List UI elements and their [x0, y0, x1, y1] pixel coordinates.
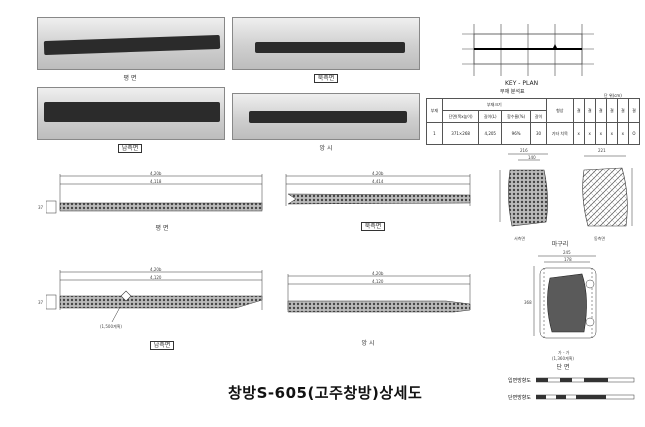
detail-dim-1: 245	[563, 250, 571, 255]
drawing-caption-bottom: 앙 시	[361, 340, 375, 347]
drawing-plan	[46, 174, 263, 214]
drawing-caption-plan: 평 면	[155, 225, 169, 232]
section-west-caption: 서측면	[514, 236, 526, 241]
bottom-dim-top: 4,20b	[372, 271, 384, 276]
section-east-dim: 221	[598, 148, 606, 153]
th-c5: 결	[616, 98, 629, 123]
drawing-bottom	[287, 274, 471, 313]
th-section: 단면(폭x높이)	[441, 110, 480, 123]
member-analysis-table: 부재 부재크기 형상 결 결 결 결 결 결 단면(폭x높이) 길이(L) 함수…	[426, 98, 641, 145]
photo-south-side	[37, 87, 225, 140]
th-length: 길이(L)	[478, 110, 502, 123]
scale-bar-elevation	[536, 377, 635, 383]
table-title: 부재 분석표	[500, 89, 525, 95]
td-c1: x	[572, 122, 585, 145]
plan-side-dim: 37	[38, 205, 44, 210]
td-section: 371×268	[441, 122, 480, 145]
th-size: 부재크기	[441, 98, 547, 111]
section-east	[582, 155, 633, 227]
td-moisture: 96%	[500, 122, 532, 145]
detail-caption: 단 면	[556, 364, 570, 371]
photo-north-side	[232, 17, 420, 70]
section-west-dim-2: 140	[528, 155, 536, 160]
detail-section-label: 가 - 가	[558, 350, 570, 355]
td-length: 4,205	[478, 122, 502, 145]
td-c2: x	[583, 122, 596, 145]
photo-caption-bottom: 앙 시	[319, 145, 333, 152]
table-unit: 단 위(cm)	[604, 93, 622, 98]
north-dim-bottom: 4,414	[372, 179, 384, 184]
photo-caption-north: 북측면	[306, 73, 346, 83]
section-west	[499, 153, 548, 227]
photo-caption-south: 남측면	[110, 143, 150, 153]
drawing-caption-north: 북측면	[348, 221, 398, 231]
plan-dim-top: 4,20b	[150, 171, 162, 176]
td-c5: x	[616, 122, 629, 145]
bottom-dim-bottom: 4,120	[372, 279, 384, 284]
photo-caption-top: 평 면	[123, 75, 137, 82]
north-dim-top: 4,20b	[372, 171, 384, 176]
plan-dim-bottom: 4,118	[150, 179, 162, 184]
photo-top-view	[37, 17, 225, 70]
th-depth: 갈이	[530, 110, 547, 123]
scale-elevation-label: 입면방향도	[508, 378, 532, 384]
th-c6: 결	[627, 98, 641, 123]
section-east-caption: 동측면	[594, 236, 606, 241]
scale-bar-section	[536, 394, 635, 400]
td-c4: x	[605, 122, 618, 145]
photo-caption-south-label: 남측면	[117, 144, 143, 153]
th-member: 부재	[426, 98, 443, 123]
td-c3: x	[594, 122, 607, 145]
detail-scale-note: (1,360계획)	[552, 356, 574, 361]
drawing-north	[285, 174, 471, 206]
th-c2: 결	[583, 98, 596, 123]
td-member: 1	[426, 122, 443, 145]
td-depth: 30	[530, 122, 547, 145]
detail-dim-2: 178	[564, 257, 572, 262]
section-west-dim-1: 216	[520, 148, 528, 153]
south-side-dim: 37	[38, 300, 44, 305]
th-c4: 결	[605, 98, 618, 123]
th-moisture: 함수율(%)	[500, 110, 532, 123]
photo-bottom-view	[232, 93, 420, 140]
th-c3: 결	[594, 98, 607, 123]
td-shape: 기타 치목	[545, 122, 574, 145]
td-c6: O	[627, 122, 641, 145]
detail-dim-3: 368	[524, 300, 532, 305]
south-dim-top: 4,20b	[150, 267, 162, 272]
drawing-south	[46, 270, 263, 323]
detail-section	[533, 255, 597, 339]
main-title: 창방S-605(고주창방)상세도	[228, 384, 423, 402]
south-note: (1,500계획)	[100, 324, 122, 329]
sections-label: 마구리	[551, 241, 569, 248]
th-c1: 결	[572, 98, 585, 123]
scale-section-label: 단면방향도	[508, 395, 532, 401]
key-plan-diagram	[462, 24, 594, 76]
th-shape: 형상	[545, 98, 574, 123]
drawing-caption-north-label: 북측면	[360, 222, 386, 231]
key-plan-label: KEY - PLAN	[505, 80, 539, 87]
drawing-caption-south-label: 남측면	[149, 341, 175, 350]
south-dim-bottom: 4,120	[150, 275, 162, 280]
drawing-caption-south: 남측면	[140, 340, 184, 350]
photo-caption-north-label: 북측면	[313, 74, 339, 83]
